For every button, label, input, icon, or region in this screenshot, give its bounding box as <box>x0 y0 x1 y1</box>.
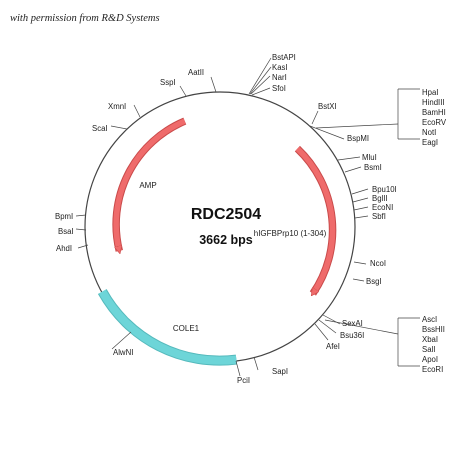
credit-text: with permission from R&D Systems <box>10 13 160 24</box>
mcs-bottom-1: BssHII <box>422 325 445 334</box>
site-bsmi: BsmI <box>364 163 382 172</box>
site-ahdi: AhdI <box>56 244 72 253</box>
mcs-top-5: EagI <box>422 138 438 147</box>
site-sbfi: SbfI <box>372 212 386 221</box>
site-afei: AfeI <box>326 342 340 351</box>
plasmid-size: 3662 bps <box>199 233 253 247</box>
site-labels: AatII SspI XmnI ScaI BpmI BsaI AhdI AlwN… <box>55 53 447 385</box>
site-ncoi: NcoI <box>370 259 386 268</box>
site-nari: NarI <box>272 73 287 82</box>
site-kasi: KasI <box>272 63 288 72</box>
mcs-top-3: EcoRV <box>422 118 447 127</box>
feature-amp-arrow <box>113 118 186 251</box>
feature-label-amp: AMP <box>139 181 156 190</box>
site-bstapi: BstAPI <box>272 53 296 62</box>
mcs-top-0: HpaI <box>422 88 438 97</box>
feature-ori-arc <box>98 289 237 365</box>
site-sexai: SexAI <box>342 319 363 328</box>
site-ticks <box>75 57 420 377</box>
site-sspi: SspI <box>160 78 176 87</box>
site-bsgi: BsgI <box>366 277 382 286</box>
site-econi: EcoNI <box>372 203 393 212</box>
site-pcii: PciI <box>237 376 250 385</box>
site-bsai: BsaI <box>58 227 74 236</box>
mcs-bottom-2: XbaI <box>422 335 438 344</box>
site-bsu36i: Bsu36I <box>340 331 364 340</box>
mcs-top-2: BamHI <box>422 108 446 117</box>
feature-insert-arrow <box>295 146 336 294</box>
site-aatii: AatII <box>188 68 204 77</box>
site-bspmi: BspMI <box>347 134 369 143</box>
site-bglii: BglII <box>372 194 388 203</box>
mcs-top-4: NotI <box>422 128 436 137</box>
feature-label-insert: hIGFBPrp10 (1-304) <box>254 229 327 238</box>
mcs-bottom-5: EcoRI <box>422 365 443 374</box>
site-sapi: SapI <box>272 367 288 376</box>
mcs-bottom-4: ApoI <box>422 355 438 364</box>
feature-label-ori: COLE1 <box>173 324 200 333</box>
mcs-top-1: HindIII <box>422 98 445 107</box>
site-sfoi: SfoI <box>272 84 286 93</box>
mcs-bottom-3: SalI <box>422 345 435 354</box>
site-bstxi: BstXI <box>318 102 337 111</box>
site-bpmi: BpmI <box>55 212 73 221</box>
site-mlui: MluI <box>362 153 377 162</box>
mcs-bottom-0: AscI <box>422 315 437 324</box>
plasmid-name: RDC2504 <box>191 206 261 223</box>
site-bpu10i: Bpu10I <box>372 185 397 194</box>
site-xmni: XmnI <box>108 102 126 111</box>
site-alwni: AlwNI <box>113 348 133 357</box>
site-scai: ScaI <box>92 124 108 133</box>
